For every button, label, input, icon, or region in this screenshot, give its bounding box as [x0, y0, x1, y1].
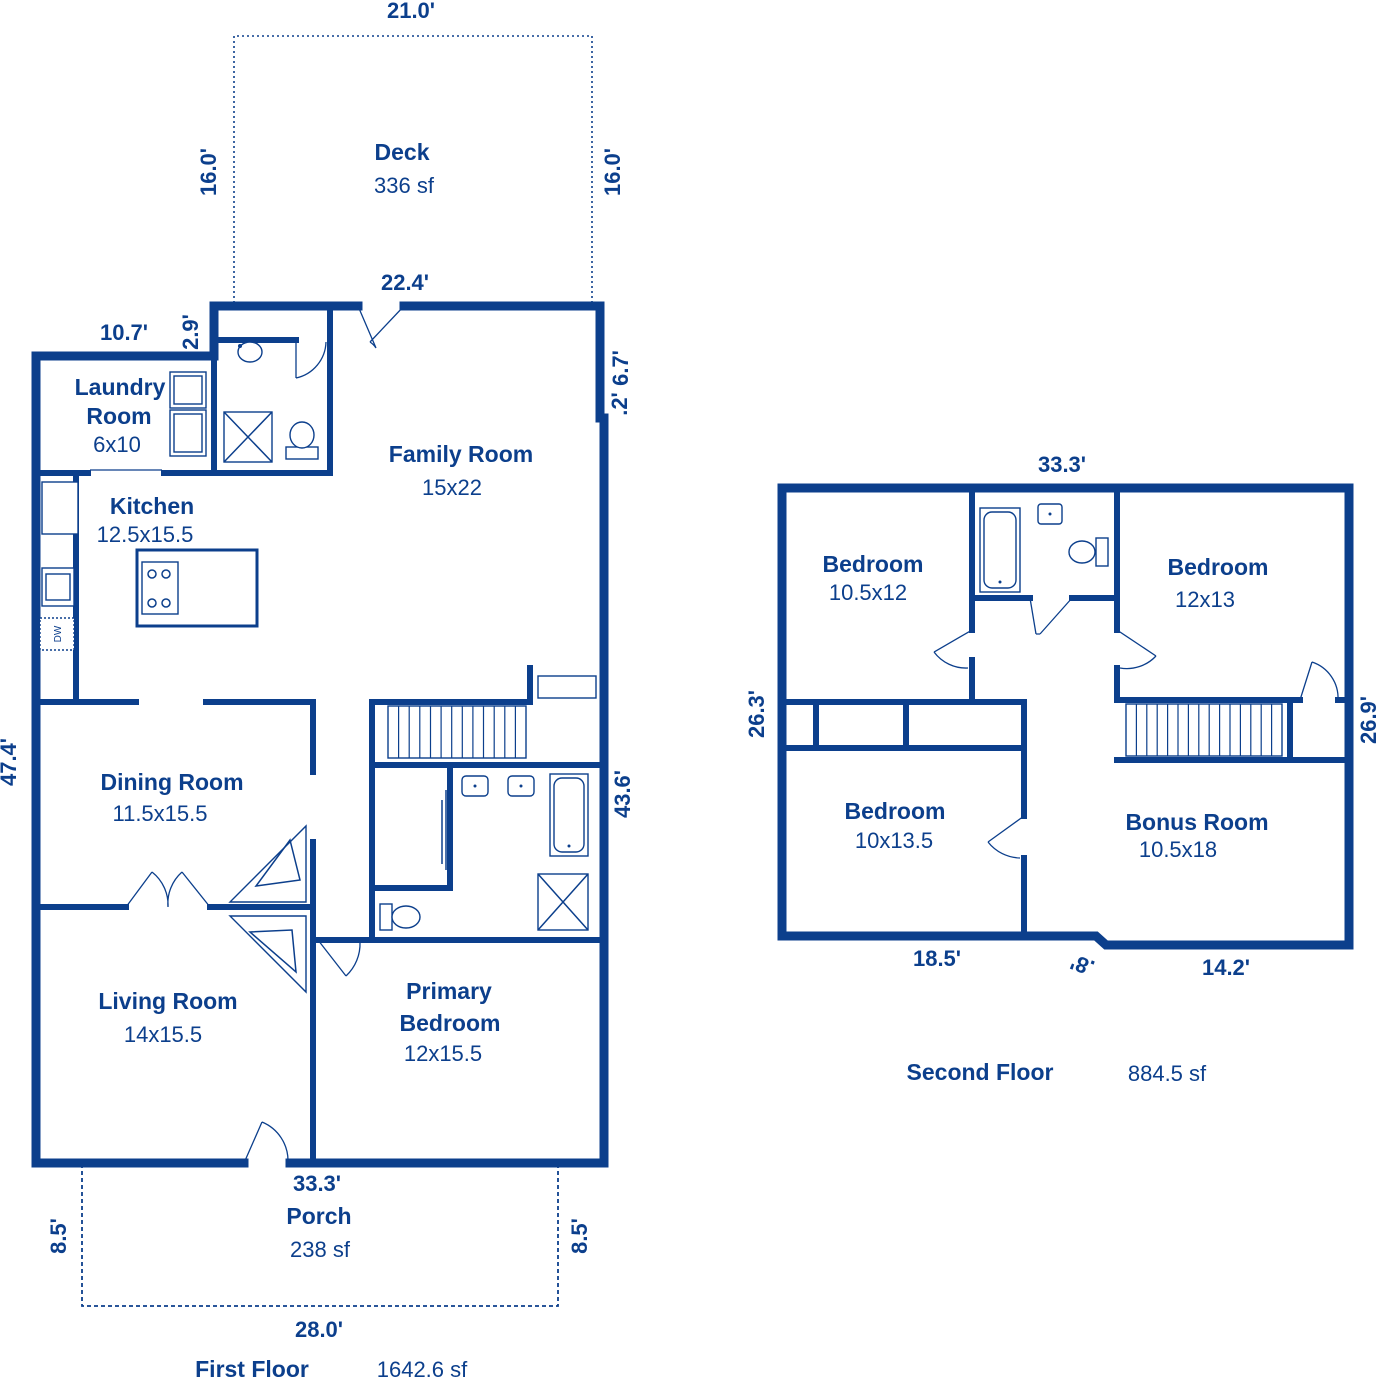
second-floor-title: Second Floor — [907, 1059, 1054, 1085]
porch-right-measure: 8.5' — [567, 1218, 592, 1254]
bedroom-nw-door — [933, 629, 973, 669]
shower-primary — [537, 873, 589, 931]
sink-upstairs — [1037, 503, 1063, 525]
kitchen-island — [135, 548, 259, 628]
front-door — [243, 1121, 289, 1164]
porch-width-measure: 28.0' — [295, 1317, 343, 1342]
fireplace-living — [228, 915, 307, 994]
primary-bedroom-name-line2: Bedroom — [400, 1010, 501, 1036]
double-vanity — [461, 775, 535, 797]
sf-right-measure: 26.9' — [1356, 696, 1379, 744]
bedroom-nw-size: 10.5x12 — [829, 580, 907, 605]
first-floor-interior-walls — [33, 303, 601, 1163]
laundry-name-line1: Laundry — [75, 374, 166, 400]
second-floor-stairs — [1125, 703, 1283, 757]
primary-bath-closet — [441, 790, 447, 870]
porch-left-measure: 8.5' — [46, 1218, 71, 1254]
laundry-name-line2: Room — [86, 403, 151, 429]
first-floor-title: First Floor — [195, 1356, 309, 1379]
top-wall-measure: 22.4' — [381, 270, 429, 295]
porch-size: 238 sf — [290, 1237, 351, 1262]
bedroom-sw-door — [987, 815, 1025, 859]
first-floor-area: 1642.6 sf — [377, 1357, 468, 1379]
kitchen-sink — [41, 567, 75, 607]
bathtub-primary — [549, 773, 589, 857]
bonus-room-name: Bonus Room — [1125, 809, 1268, 835]
right-jog-measure: .2' — [607, 392, 632, 416]
deck-right-measure: 16.0' — [600, 148, 625, 196]
bath-sink — [237, 341, 263, 363]
porch-outline — [81, 1164, 559, 1307]
bedroom-nw-name: Bedroom — [823, 551, 924, 577]
bonus-room-size: 10.5x18 — [1139, 837, 1217, 862]
sf-bottom-right-measure: 14.2' — [1202, 955, 1250, 980]
toilet-upstairs — [1068, 537, 1109, 567]
deck-width-measure: 21.0' — [387, 0, 435, 23]
sf-bottom-left-measure: 18.5' — [913, 946, 961, 971]
deck-door — [357, 305, 405, 349]
primary-bedroom-size: 12x15.5 — [404, 1041, 482, 1066]
dining-room-name: Dining Room — [100, 769, 243, 795]
porch-name: Porch — [286, 1203, 351, 1229]
sf-bottom-jog-measure: .8' — [1067, 949, 1098, 981]
laundry-top-measure: 10.7' — [100, 320, 148, 345]
bath-door — [295, 340, 327, 379]
primary-bedroom-door — [317, 939, 361, 977]
dishwasher: DW — [39, 617, 75, 651]
second-floor-exterior-walls — [777, 483, 1354, 950]
family-room-name: Family Room — [389, 441, 533, 467]
bedroom-sw-name: Bedroom — [845, 798, 946, 824]
dining-living-doors — [125, 871, 211, 908]
dishwasher-label: DW — [53, 625, 64, 642]
second-floor-area: 884.5 sf — [1128, 1061, 1207, 1086]
deck-name: Deck — [375, 139, 430, 165]
kitchen-size: 12.5x15.5 — [97, 522, 194, 547]
bath-door-upstairs — [1029, 597, 1073, 635]
bedroom-ne-door — [1116, 629, 1157, 670]
fireplace-dining — [228, 824, 307, 903]
deck-size: 336 sf — [374, 173, 435, 198]
first-floor-stairs — [387, 705, 527, 759]
bonus-closet-door — [1299, 661, 1339, 701]
dining-room-size: 11.5x15.5 — [112, 801, 207, 826]
sf-top-measure: 33.3' — [1038, 452, 1086, 477]
front-measure: 33.3' — [293, 1171, 341, 1196]
kitchen-name: Kitchen — [110, 493, 194, 519]
primary-bedroom-name-line1: Primary — [406, 978, 492, 1004]
family-room-size: 15x22 — [422, 475, 482, 500]
living-room-size: 14x15.5 — [124, 1022, 202, 1047]
deck-outline — [233, 35, 593, 303]
shower — [223, 411, 273, 463]
toilet-primary — [379, 903, 421, 931]
second-floor-plan: Bedroom 10.5x12 Bedroom 12x13 Bedroom 10… — [744, 452, 1379, 1086]
right-upper-measure: 6.7' — [608, 350, 633, 386]
bathtub-upstairs — [979, 507, 1021, 593]
living-room-name: Living Room — [98, 988, 237, 1014]
laundry-step-measure: 2.9' — [178, 314, 203, 350]
refrigerator — [41, 481, 79, 535]
deck-left-measure: 16.0' — [196, 148, 221, 196]
right-side-measure: 43.6' — [610, 770, 635, 818]
laundry-size: 6x10 — [93, 432, 141, 457]
stair-closet — [537, 675, 597, 699]
left-side-measure: 47.4' — [0, 738, 21, 786]
washer-dryer — [169, 371, 207, 457]
bedroom-sw-size: 10x13.5 — [855, 828, 933, 853]
sf-left-measure: 26.3' — [744, 690, 769, 738]
bedroom-ne-size: 12x13 — [1175, 587, 1235, 612]
first-floor-plan: DW — [0, 0, 635, 1379]
bedroom-ne-name: Bedroom — [1168, 554, 1269, 580]
toilet-half-bath — [285, 421, 319, 460]
